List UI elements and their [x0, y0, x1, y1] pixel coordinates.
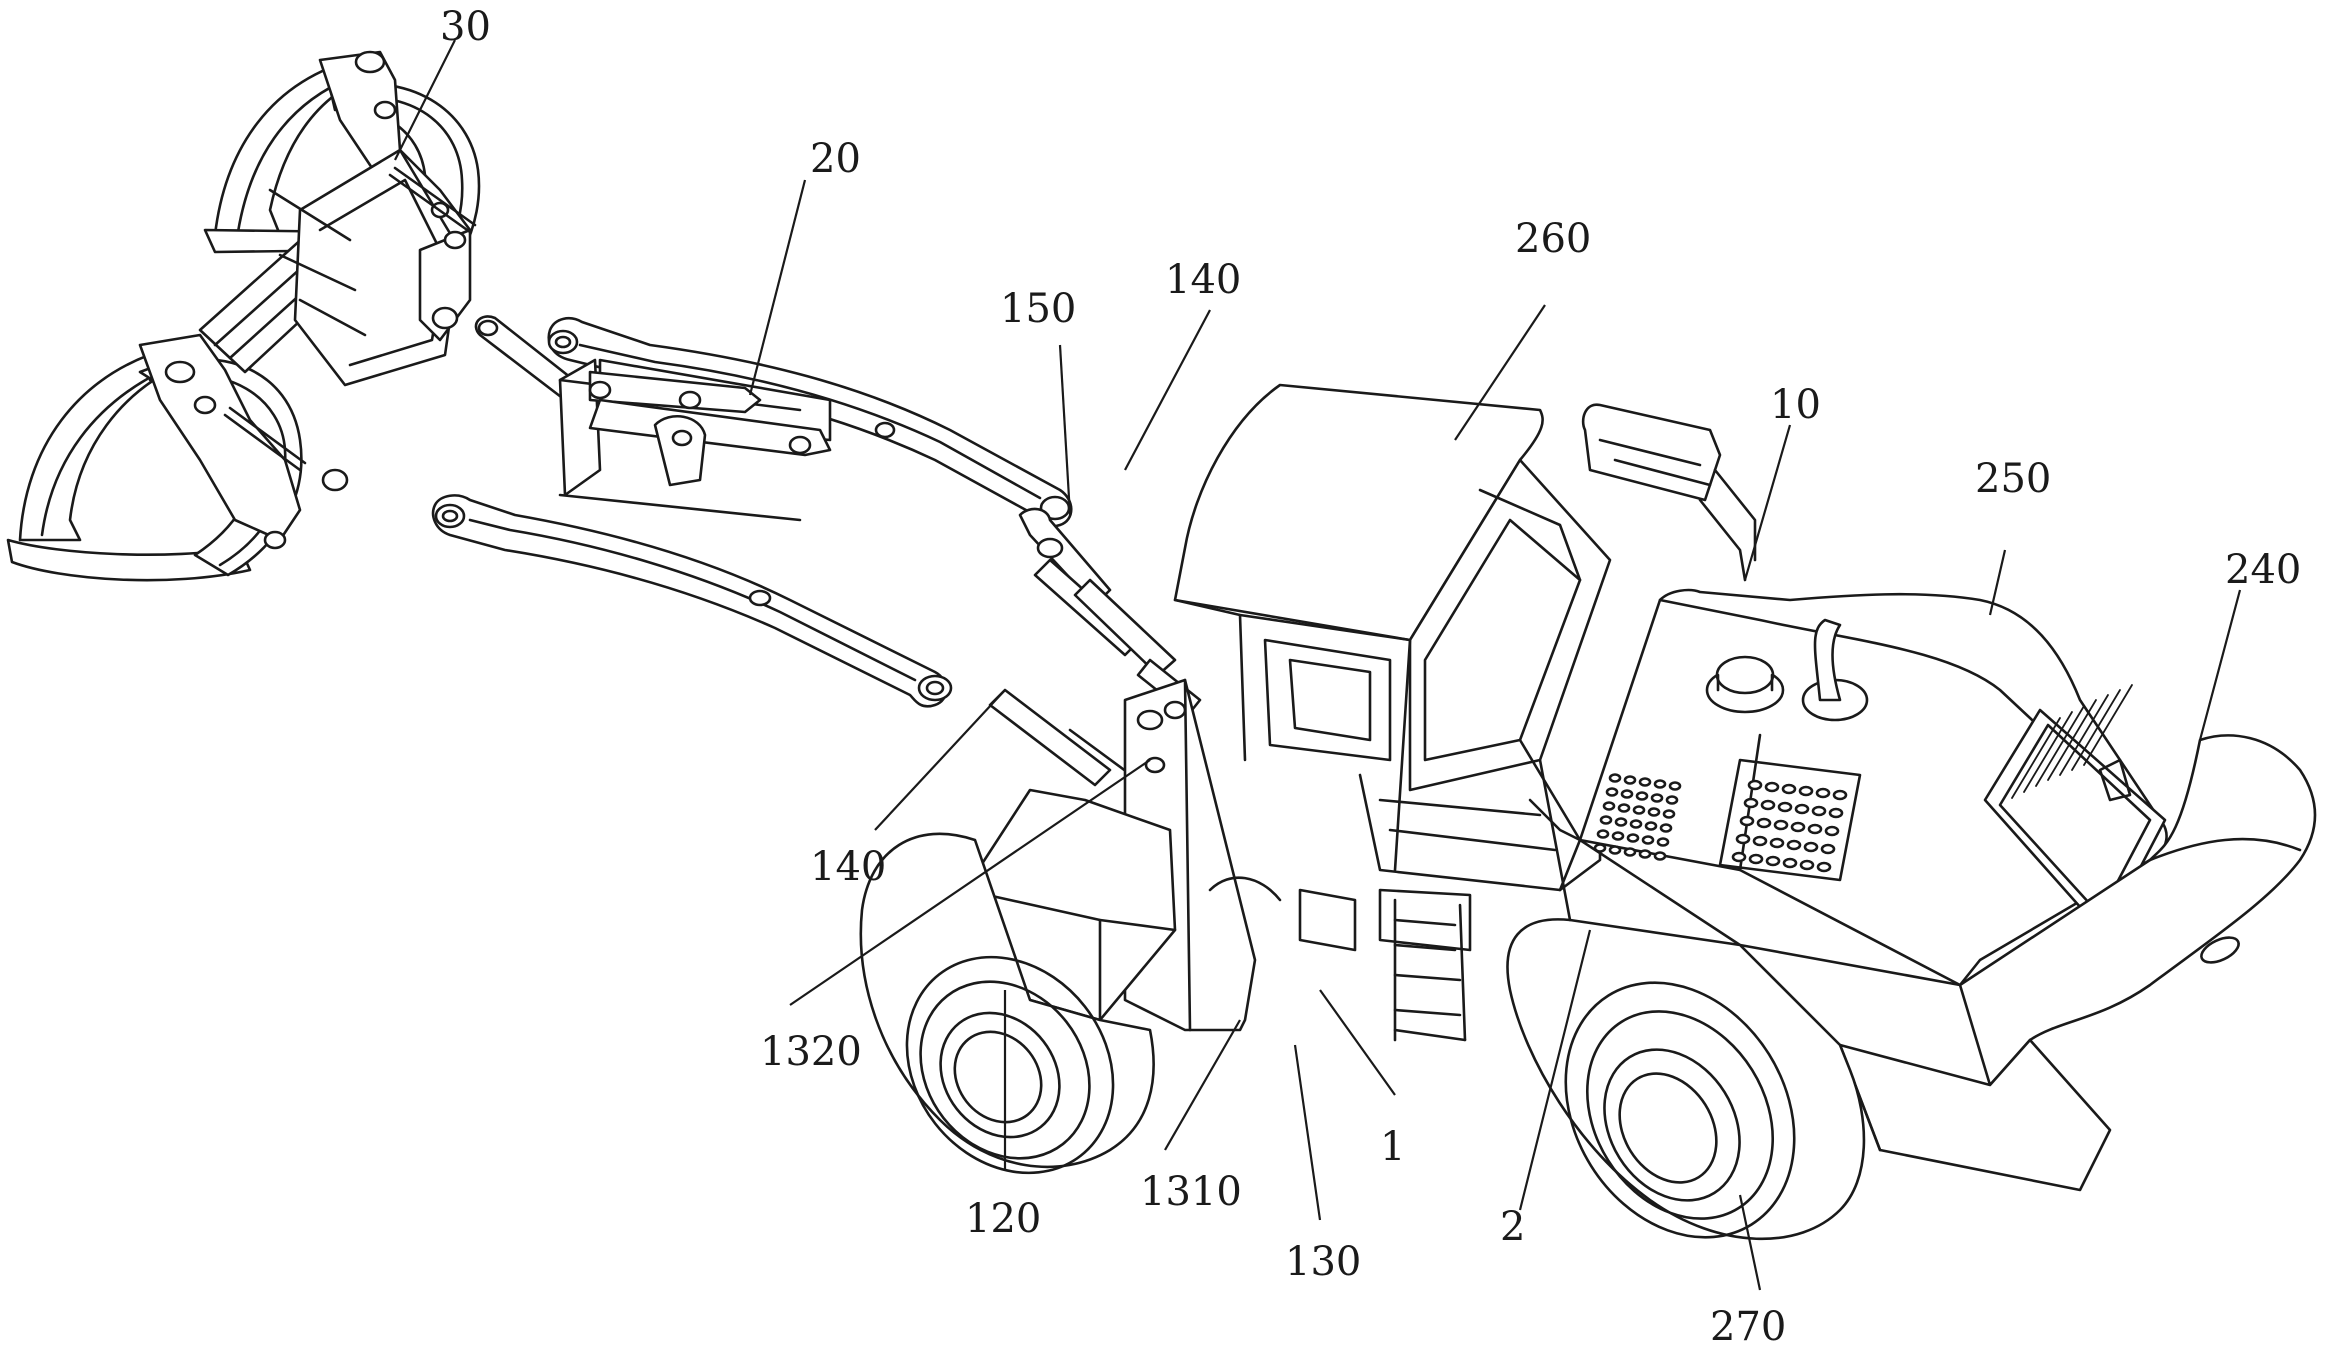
vent-slot: [1655, 781, 1665, 788]
vent-slot: [1598, 831, 1608, 838]
label-30: 30: [440, 4, 491, 50]
vent-slot: [1640, 851, 1650, 858]
label-1310: 1310: [1140, 1169, 1242, 1215]
label-1320: 1320: [760, 1029, 862, 1075]
vent-slot: [1652, 795, 1662, 802]
vent-slot: [1616, 819, 1626, 826]
vent-slot: [1784, 859, 1796, 867]
label-130: 130: [1285, 1239, 1361, 1285]
vent-slot: [1749, 781, 1761, 789]
vent-slot: [1625, 849, 1635, 856]
vent-slot: [1610, 847, 1620, 854]
vent-slot: [1771, 839, 1783, 847]
label-140-top: 140: [1165, 257, 1241, 303]
vent-slot: [1625, 777, 1635, 784]
vent-slot: [1830, 809, 1842, 817]
cab: [1175, 385, 1610, 870]
vent-slot: [1822, 845, 1834, 853]
vent-slot: [1646, 823, 1656, 830]
vent-slot: [1779, 803, 1791, 811]
vent-slot: [1670, 783, 1680, 790]
rear-fender: [1530, 760, 1580, 920]
vent-slot: [1775, 821, 1787, 829]
vent-slot: [1801, 861, 1813, 869]
boom-assembly: [433, 318, 1200, 800]
vent-slot: [1613, 833, 1623, 840]
label-140-bottom: 140: [810, 844, 886, 890]
vent-slot: [1733, 853, 1745, 861]
vent-slot: [1805, 843, 1817, 851]
label-20: 20: [810, 136, 861, 182]
vent-slot: [1800, 787, 1812, 795]
label-120: 120: [965, 1196, 1041, 1242]
vent-slot: [1622, 791, 1632, 798]
vent-slot: [1631, 821, 1641, 828]
vent-slot: [1661, 825, 1671, 832]
vent-slot: [1767, 857, 1779, 865]
label-270: 270: [1710, 1304, 1786, 1350]
vent-slot: [1643, 837, 1653, 844]
vent-slot: [1792, 823, 1804, 831]
vent-slot: [1762, 801, 1774, 809]
vent-slot: [1783, 785, 1795, 793]
vent-slot: [1637, 793, 1647, 800]
vent-slot: [1826, 827, 1838, 835]
vent-slot: [1745, 799, 1757, 807]
vent-slot: [1750, 855, 1762, 863]
vent-slot: [1628, 835, 1638, 842]
label-10: 10: [1770, 382, 1821, 428]
vent-slot: [1667, 797, 1677, 804]
vent-slot: [1818, 863, 1830, 871]
vent-slot: [1737, 835, 1749, 843]
vent-slot: [1788, 841, 1800, 849]
label-1: 1: [1380, 1124, 1405, 1170]
vent-slot: [1813, 807, 1825, 815]
vent-slot: [1817, 789, 1829, 797]
rear-wheel: [1508, 919, 1864, 1280]
vent-slot: [1610, 775, 1620, 782]
vent-slot: [1741, 817, 1753, 825]
vent-slot: [1640, 779, 1650, 786]
label-260: 260: [1515, 216, 1591, 262]
vent-slot: [1754, 837, 1766, 845]
vent-slot: [1595, 845, 1605, 852]
vent-slot: [1766, 783, 1778, 791]
vent-slot: [1604, 803, 1614, 810]
vent-slot: [1658, 839, 1668, 846]
vent-slot: [1649, 809, 1659, 816]
grapple-attachment: [8, 52, 584, 580]
label-250: 250: [1975, 456, 2051, 502]
vent-slot: [1834, 791, 1846, 799]
vent-slot: [1758, 819, 1770, 827]
vent-slot: [1809, 825, 1821, 833]
vent-slot: [1607, 789, 1617, 796]
vent-slot: [1655, 853, 1665, 860]
vent-slot: [1619, 805, 1629, 812]
vent-slot: [1601, 817, 1611, 824]
vent-slot: [1796, 805, 1808, 813]
label-240: 240: [2225, 547, 2301, 593]
label-150: 150: [1000, 286, 1076, 332]
vent-slot: [1634, 807, 1644, 814]
label-2: 2: [1500, 1204, 1525, 1250]
vent-slot: [1664, 811, 1674, 818]
